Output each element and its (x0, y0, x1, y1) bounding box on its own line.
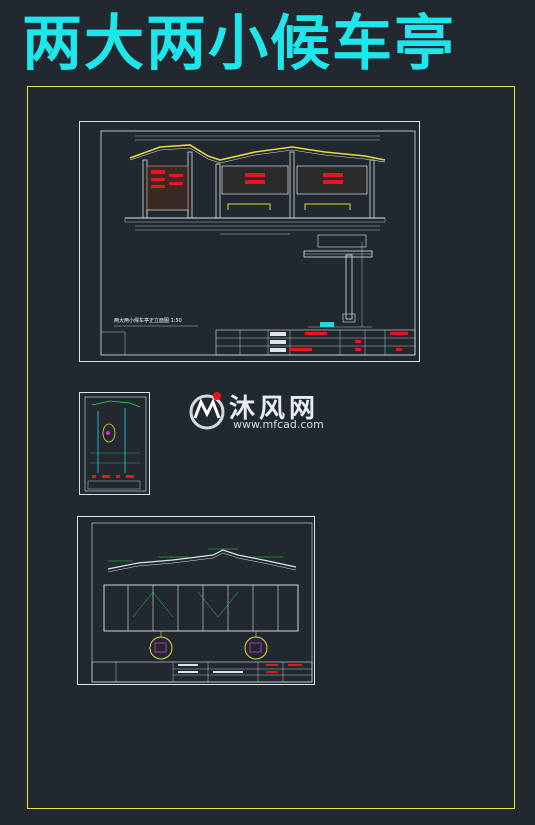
side-sheet[interactable] (79, 392, 150, 495)
page-title: 两大两小候车亭 (22, 9, 456, 79)
elevation-caption: 两大两小候车亭正立面图 1:50 (114, 318, 182, 324)
roof-sheet[interactable] (77, 516, 315, 685)
roof-drawing (91, 522, 313, 683)
elevation-sheet[interactable]: 两大两小候车亭正立面图 1:50 (79, 121, 420, 362)
watermark: 沐风网 www.mfcad.com (185, 388, 360, 436)
side-drawing (84, 396, 147, 492)
mfcad-logo-icon (189, 392, 225, 430)
watermark-brand: 沐风网 (229, 394, 320, 424)
elevation-drawing (100, 130, 416, 356)
watermark-url: www.mfcad.com (233, 418, 324, 431)
drawing-frame (27, 86, 515, 809)
